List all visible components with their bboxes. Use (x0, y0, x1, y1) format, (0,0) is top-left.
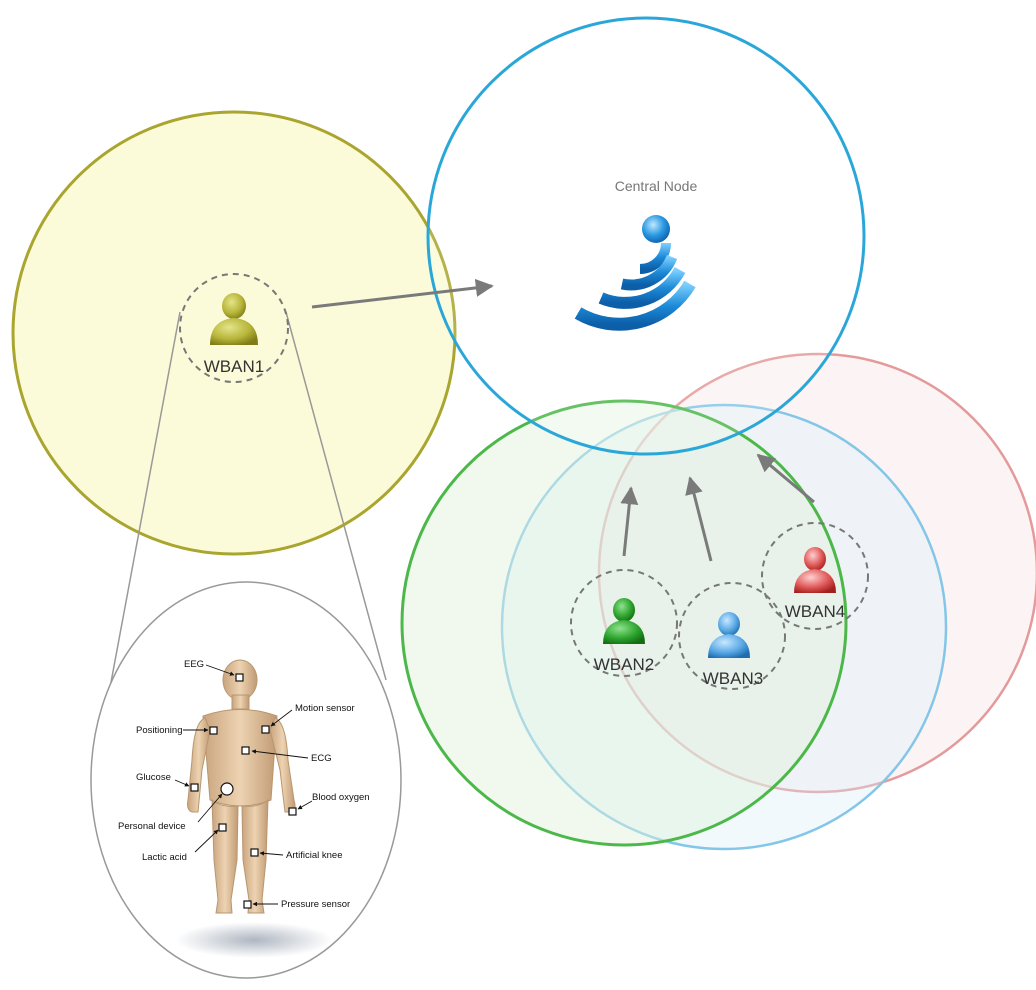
sensor-markers (190, 673, 297, 909)
wban1-link-arrow (311, 278, 494, 309)
wban2-link-arrow (620, 486, 639, 557)
sensor-pressure-label: Pressure sensor (281, 899, 350, 910)
sensor-ecg-label: ECG (311, 753, 332, 764)
wban1-node: WBAN1 (179, 273, 289, 383)
sensor-personal-device-label: Personal device (118, 821, 186, 832)
sensor-pressure-marker (243, 900, 252, 909)
wban3-node: WBAN3 (678, 582, 786, 690)
wban4-node: WBAN4 (761, 522, 869, 630)
sensor-glucose-label: Glucose (136, 772, 171, 783)
sensor-lactic-acid-label: Lactic acid (142, 852, 187, 863)
body-shadow (176, 922, 332, 958)
user-icon (603, 598, 645, 644)
sensor-positioning-label: Positioning (136, 725, 182, 736)
sensor-artificial-knee-label: Artificial knee (286, 850, 343, 861)
wifi-signal-icon (574, 215, 696, 331)
wban2-node: WBAN2 (570, 569, 678, 677)
sensor-motion-label: Motion sensor (295, 703, 355, 714)
sensor-blood-oxygen-marker (288, 807, 297, 816)
sensor-motion-marker (261, 725, 270, 734)
human-body-figure (187, 659, 296, 914)
sensor-lactic-acid-marker (218, 823, 227, 832)
wban3-link-arrow (685, 476, 713, 562)
user-icon (708, 612, 750, 658)
sensor-eeg-label: EEG (184, 659, 204, 670)
wban4-label: WBAN4 (785, 602, 845, 621)
sensor-ecg-marker (241, 746, 250, 755)
zoom-line-right (285, 311, 387, 681)
sensor-artificial-knee-marker (250, 848, 259, 857)
central-node-label: Central Node (615, 178, 698, 194)
zoom-line-left (108, 311, 181, 694)
sensor-glucose-marker (190, 783, 199, 792)
sensor-positioning-marker (209, 726, 218, 735)
user-icon (210, 293, 258, 345)
wban4-link-arrow (756, 453, 815, 504)
sensor-blood-oxygen-label: Blood oxygen (312, 792, 370, 803)
wban1-label: WBAN1 (204, 357, 264, 376)
sensor-eeg-marker (235, 673, 244, 682)
sensor-personal-device-marker (220, 782, 234, 796)
wban3-label: WBAN3 (703, 669, 763, 688)
wban2-label: WBAN2 (594, 655, 654, 674)
sensor-leader-lines (174, 664, 313, 907)
user-icon (794, 547, 836, 593)
